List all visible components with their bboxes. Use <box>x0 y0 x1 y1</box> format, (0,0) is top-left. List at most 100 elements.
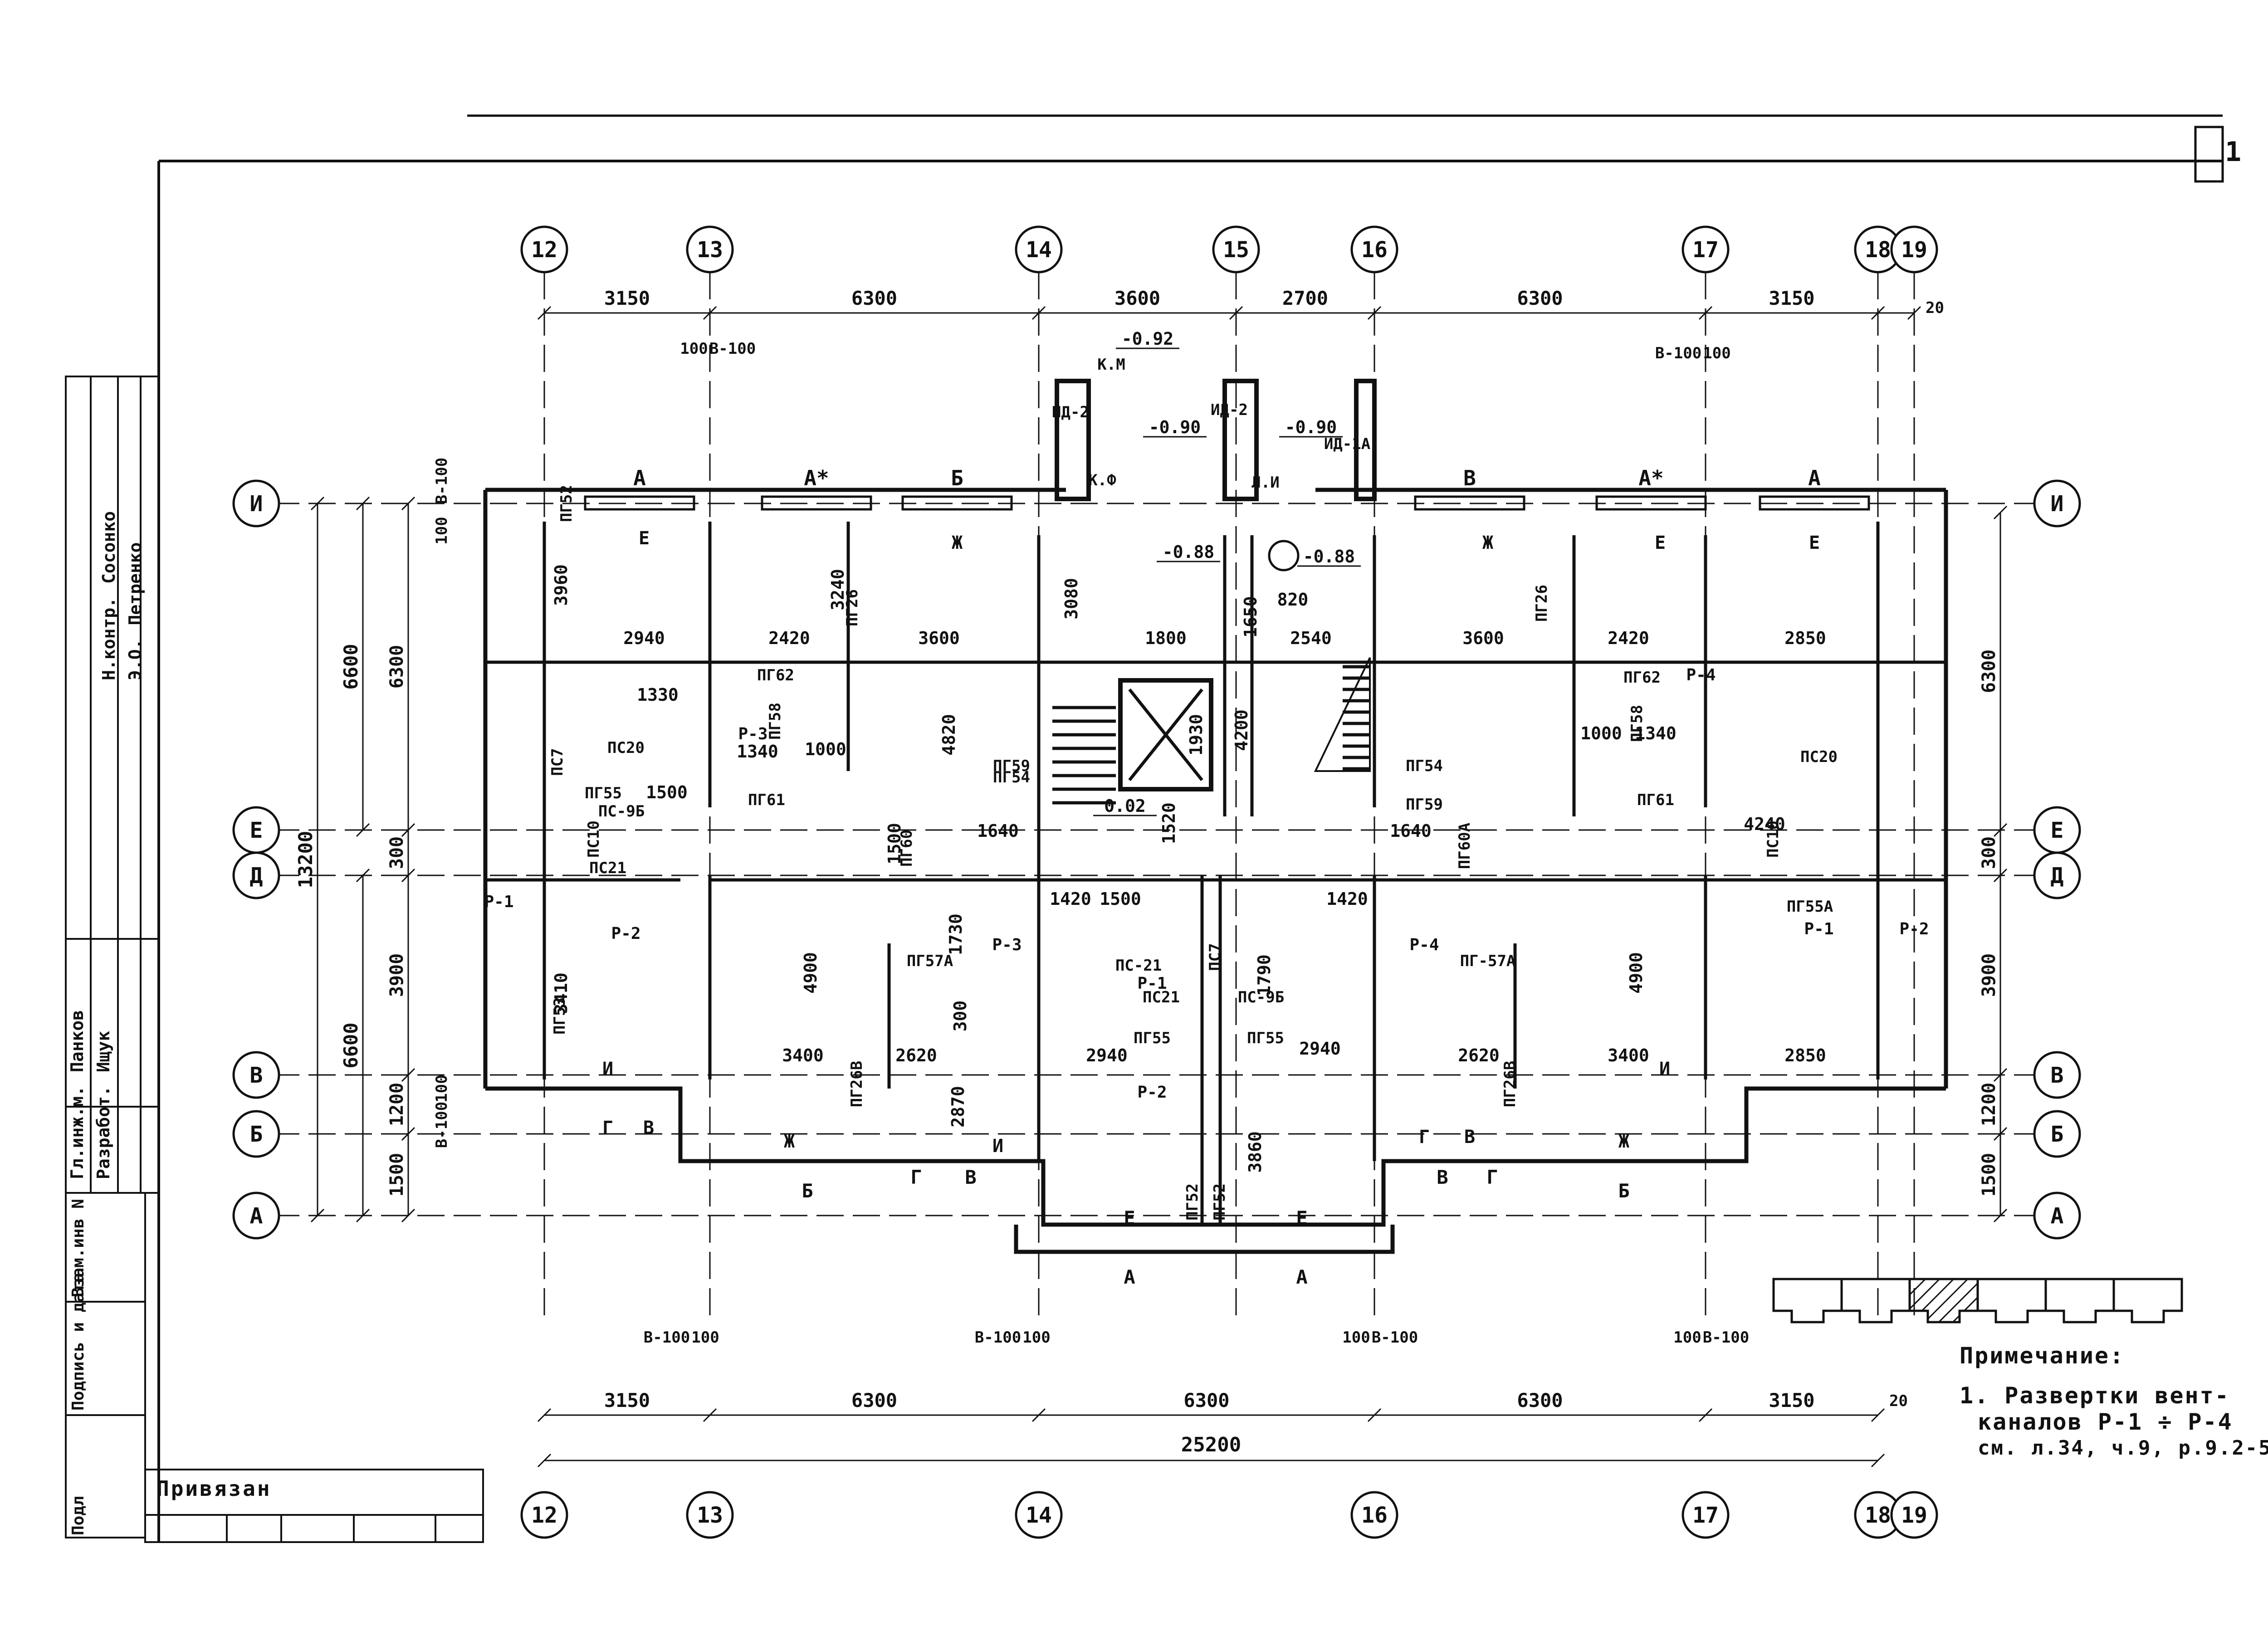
offset-note: 100 <box>680 340 708 358</box>
key-plan-section <box>1840 1278 1911 1323</box>
dim-label-right: 1500 <box>1979 1153 1999 1196</box>
interior-dim: 1730 <box>946 913 966 955</box>
dim-label-bottom: 3150 <box>1769 1389 1814 1411</box>
interior-dim: 1000 <box>805 739 846 759</box>
axis-bubble-circle <box>1015 225 1063 273</box>
dim-label-left: 3900 <box>386 953 407 997</box>
window-symbol <box>1759 495 1870 511</box>
dim-label-left: 6300 <box>386 645 407 689</box>
interior-dim: 2850 <box>1784 1045 1826 1065</box>
panel-mark: ПГ55А <box>1787 898 1833 916</box>
interior-dim: 1000 <box>1580 723 1622 743</box>
axis-bubble-circle <box>2033 851 2081 899</box>
interior-dim: 1790 <box>1254 954 1274 996</box>
axis-bubble: 16 <box>1350 1491 1398 1539</box>
axis-bubble: 18 <box>1854 225 1902 273</box>
vent-shaft-mark: Р-3 <box>738 725 767 743</box>
interior-dim: 1520 <box>1159 802 1179 844</box>
dim-tick <box>356 496 370 511</box>
dim-label-top: 6300 <box>851 287 897 309</box>
level-mark: -0.92 <box>1122 329 1173 349</box>
interior-walls <box>485 522 1946 1225</box>
panel-mark: ПС7 <box>548 748 567 776</box>
room-mark: В <box>1464 1127 1475 1148</box>
offset-note: В-100 <box>975 1328 1021 1347</box>
key-plan-section <box>1772 1278 1843 1323</box>
interior-dim: 3240 <box>828 569 848 610</box>
axis-bubble-label: Е <box>2051 818 2064 843</box>
vent-shaft-mark: Р-1 <box>1804 920 1833 938</box>
axis-bubble-circle <box>1015 1491 1063 1539</box>
panel-mark: ПГ59 <box>993 757 1030 775</box>
offset-note: 100 <box>1673 1328 1701 1347</box>
room-mark: Ж <box>952 532 963 553</box>
dim-tick <box>1993 1068 2008 1082</box>
level-mark: 0.02 <box>1104 796 1146 816</box>
axis-bubble-label: 17 <box>1692 1503 1719 1528</box>
offset-note: 100 <box>691 1328 719 1347</box>
interior-dim: 2940 <box>1086 1045 1128 1065</box>
window-mark: В <box>965 1166 976 1188</box>
panel-mark: ПГ61 <box>748 791 785 809</box>
panel-mark: ПГ58 <box>1628 705 1646 742</box>
panel-mark: ПГ26В <box>1501 1061 1519 1107</box>
dim-label-left: 13200 <box>294 831 317 888</box>
axis-bubble-circle <box>2033 1110 2081 1158</box>
interior-dim: 2870 <box>948 1086 968 1128</box>
dim-tick <box>1993 1208 2008 1223</box>
panel-mark: ПГ58 <box>766 703 784 740</box>
dim-tick <box>401 1127 415 1141</box>
window-mark: В <box>1463 466 1476 490</box>
interior-dim: 2850 <box>1784 628 1826 648</box>
window-mark: Г <box>1486 1166 1498 1188</box>
axis-bubble-label: 12 <box>531 1503 557 1528</box>
axis-bubble: 14 <box>1015 1491 1063 1539</box>
room-mark: И <box>1659 1059 1670 1079</box>
dim-label-left: 1500 <box>386 1153 407 1196</box>
vent-shaft-mark: Р-2 <box>1137 1083 1167 1102</box>
axis-bubble-label: 17 <box>1692 237 1719 263</box>
vent-shaft-mark: Р-1 <box>484 893 513 911</box>
dim-tick <box>703 1408 717 1422</box>
axis-bubble: 13 <box>686 225 734 273</box>
dim-label-right: 300 <box>1979 836 1999 869</box>
window-mark: А <box>1296 1266 1307 1288</box>
axis-bubble-circle <box>232 1110 280 1158</box>
dim-tick <box>310 1208 325 1223</box>
interior-dim: 4200 <box>1232 709 1251 751</box>
dim-label-bottom: 6300 <box>1183 1389 1229 1411</box>
interior-dim: 2940 <box>623 628 665 648</box>
axis-bubble-label: 18 <box>1865 237 1891 263</box>
axis-bubble-label: 12 <box>531 237 557 263</box>
window-mark: В <box>1437 1166 1448 1188</box>
vent-shaft-mark: Р-2 <box>1899 920 1929 938</box>
dim-tick <box>1031 1408 1046 1422</box>
vent-shaft-mark: Р-4 <box>1686 666 1716 684</box>
dim-label-left: 300 <box>386 836 407 869</box>
dim-tick <box>310 496 325 511</box>
interior-dim: 3860 <box>1245 1131 1265 1173</box>
panel-mark: ПС-21 <box>1115 957 1162 975</box>
interior-dim: 2540 <box>1290 628 1332 648</box>
grid-lines <box>272 272 2041 1315</box>
axis-bubble-label: И <box>250 491 263 517</box>
axis-bubble: Б <box>232 1110 280 1158</box>
panel-mark: ПГ52 <box>557 485 576 522</box>
axis-bubble-circle <box>232 1051 280 1099</box>
axis-bubble-label: И <box>2051 491 2064 517</box>
axis-bubble-circle <box>2033 1192 2081 1240</box>
axis-bubble-circle <box>232 1192 280 1240</box>
axis-bubble: Д <box>2033 851 2081 899</box>
level-mark: -0.90 <box>1285 417 1337 437</box>
dim-label-top: 3150 <box>604 287 650 309</box>
exterior-walls <box>483 488 1948 1254</box>
interior-dim: 1500 <box>1100 889 1141 909</box>
panel-mark: ПС7 <box>1206 943 1224 971</box>
axis-bubble-label: 13 <box>697 1503 723 1528</box>
window-mark: Б <box>951 466 963 490</box>
panel-mark: ПГ55 <box>585 784 622 802</box>
axis-bubble-circle <box>2033 479 2081 527</box>
axis-bubble-label: Б <box>2051 1122 2064 1147</box>
panel-mark: К.М <box>1097 356 1125 374</box>
dim-tick <box>1031 306 1046 320</box>
